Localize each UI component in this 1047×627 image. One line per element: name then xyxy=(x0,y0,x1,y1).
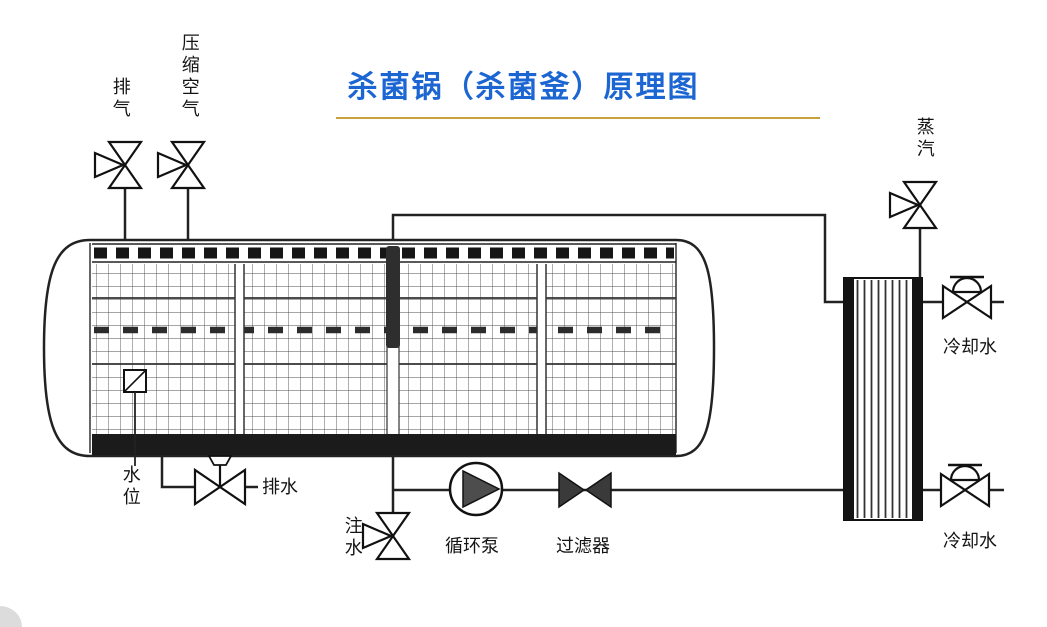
compressed-air-valve-icon xyxy=(156,140,206,190)
label-drain: 排水 xyxy=(262,477,298,497)
label-cooling-water-top: 冷却水 xyxy=(943,337,997,357)
title-underline xyxy=(336,117,820,119)
water-level-gauge-icon xyxy=(123,369,147,393)
label-water-inlet: 注水 xyxy=(342,516,363,560)
drain-valve-icon xyxy=(193,454,247,506)
label-circulation-pump: 循环泵 xyxy=(445,536,499,556)
bottom-dark-band xyxy=(92,434,676,455)
sterilizer-vessel xyxy=(42,238,716,458)
water-inlet-valve-icon xyxy=(361,511,411,561)
cooling-water-valve-bottom-icon xyxy=(939,463,991,508)
top-circulation-pipe xyxy=(391,213,846,304)
label-cooling-water-bottom: 冷却水 xyxy=(943,531,997,551)
steam-valve-icon xyxy=(888,180,938,230)
temperature-probe-icon xyxy=(386,246,400,348)
circulation-pump-icon xyxy=(448,461,504,517)
heat-exchanger-icon xyxy=(843,277,923,521)
drain-pipe xyxy=(160,456,196,489)
label-exhaust: 排气 xyxy=(110,77,131,121)
cooling-water-valve-top-icon xyxy=(941,275,993,320)
label-filter: 过滤器 xyxy=(556,536,610,556)
label-water-level: 水位 xyxy=(120,465,141,509)
exhaust-valve-icon xyxy=(93,140,143,190)
label-compressed-air: 压缩空气 xyxy=(179,33,200,121)
page-title: 杀菌锅（杀菌釜）原理图 xyxy=(347,71,700,104)
label-steam: 蒸汽 xyxy=(914,117,935,161)
basket-grid xyxy=(92,264,676,434)
filter-icon xyxy=(558,471,612,509)
